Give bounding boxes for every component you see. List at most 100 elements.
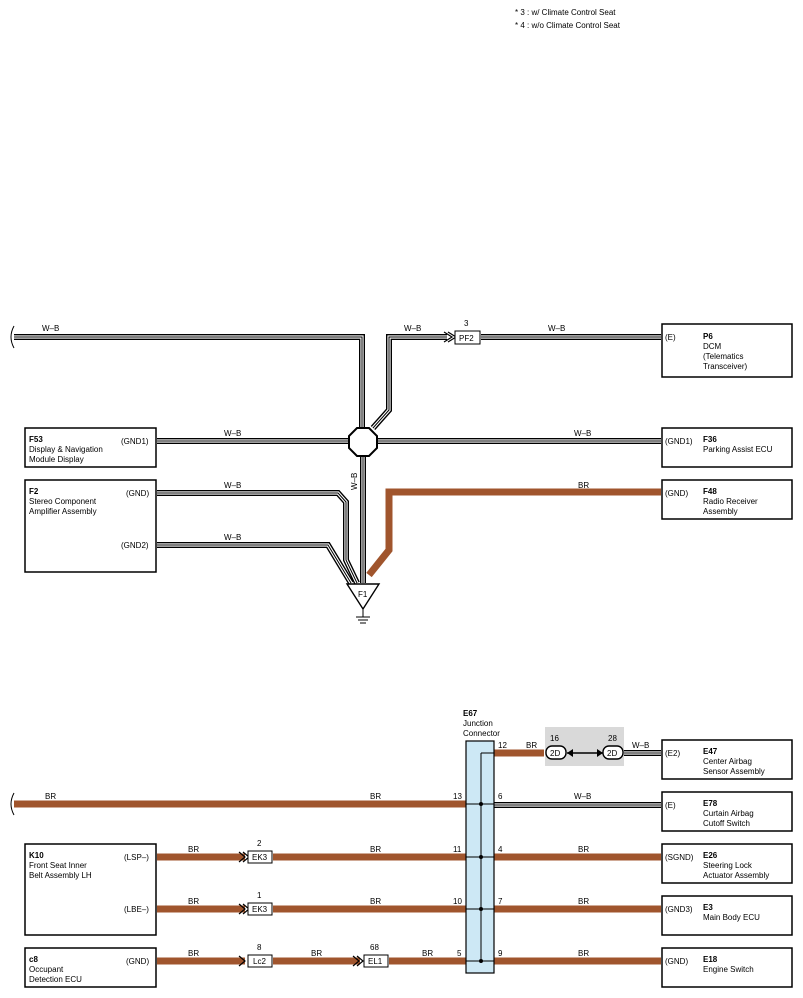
svg-text:F2: F2 [29, 487, 39, 496]
svg-text:Detection ECU: Detection ECU [29, 975, 82, 984]
svg-text:Steering Lock: Steering Lock [703, 861, 753, 870]
svg-text:16: 16 [550, 734, 559, 743]
wire-label: BR [188, 845, 199, 854]
svg-text:Radio Receiver: Radio Receiver [703, 497, 758, 506]
svg-text:7: 7 [498, 897, 503, 906]
svg-text:(E2): (E2) [665, 749, 680, 758]
svg-text:2D: 2D [550, 749, 560, 758]
svg-text:(LBE–): (LBE–) [124, 905, 149, 914]
svg-text:(SGND): (SGND) [665, 853, 694, 862]
wire-label: BR [422, 949, 433, 958]
svg-text:Connector: Connector [463, 729, 500, 738]
svg-text:Module Display: Module Display [29, 455, 84, 464]
svg-text:68: 68 [370, 943, 379, 952]
svg-text:Front Seat Inner: Front Seat Inner [29, 861, 87, 870]
svg-text:DCM: DCM [703, 342, 722, 351]
svg-text:F53: F53 [29, 435, 43, 444]
svg-text:E3: E3 [703, 903, 713, 912]
svg-text:1: 1 [257, 891, 262, 900]
svg-text:c8: c8 [29, 955, 38, 964]
wire-label: BR [311, 949, 322, 958]
wire-label: W–B [42, 324, 59, 333]
connector-ek3-a: EK3 2 [238, 839, 273, 864]
svg-text:(GND): (GND) [126, 957, 149, 966]
svg-text:Display & Navigation: Display & Navigation [29, 445, 103, 454]
br-wires-left [14, 800, 466, 965]
svg-text:F48: F48 [703, 487, 717, 496]
svg-text:P6: P6 [703, 332, 713, 341]
svg-text:E78: E78 [703, 799, 718, 808]
component-f2: F2 Stereo Component Amplifier Assembly (… [24, 479, 157, 573]
wire-label: BR [526, 741, 537, 750]
svg-text:E47: E47 [703, 747, 718, 756]
component-c8: c8 Occupant Detection ECU (GND) [24, 947, 157, 988]
br-wire-f48 [366, 488, 661, 578]
component-p6: (E) P6 DCM (Telematics Transceiver) [661, 323, 793, 378]
splice-junction [348, 427, 378, 457]
svg-text:(GND1): (GND1) [121, 437, 149, 446]
svg-text:(GND3): (GND3) [665, 905, 693, 914]
svg-text:Actuator Assembly: Actuator Assembly [703, 871, 769, 880]
component-e18: (GND) E18 Engine Switch [661, 947, 793, 988]
wire-label: BR [370, 845, 381, 854]
wire-label: W–B [548, 324, 565, 333]
ground-point-f1: F1 [345, 583, 381, 624]
wire-label: W–B [224, 533, 241, 542]
wire-label: BR [370, 792, 381, 801]
svg-text:9: 9 [498, 949, 503, 958]
svg-text:(LSP–): (LSP–) [124, 853, 149, 862]
svg-text:(GND2): (GND2) [121, 541, 149, 550]
svg-text:13: 13 [453, 792, 462, 801]
wire-label: BR [370, 897, 381, 906]
connector-pf2: PF2 3 [443, 319, 481, 345]
svg-text:E67: E67 [463, 709, 478, 718]
svg-text:EL1: EL1 [368, 957, 383, 966]
svg-text:Lc2: Lc2 [253, 957, 266, 966]
wb-wires-right [494, 750, 661, 808]
svg-text:28: 28 [608, 734, 617, 743]
svg-text:(Telematics: (Telematics [703, 352, 743, 361]
svg-text:F1: F1 [358, 590, 368, 599]
svg-text:Junction: Junction [463, 719, 493, 728]
component-e26: (SGND) E26 Steering Lock Actuator Assemb… [661, 843, 793, 884]
component-f36: (GND1) F36 Parking Assist ECU [661, 427, 793, 468]
svg-text:(E): (E) [665, 333, 676, 342]
svg-text:Center Airbag: Center Airbag [703, 757, 752, 766]
component-k10: K10 Front Seat Inner Belt Assembly LH (L… [24, 843, 157, 936]
component-e47: (E2) E47 Center Airbag Sensor Assembly [661, 739, 793, 780]
svg-text:Transceiver): Transceiver) [703, 362, 747, 371]
svg-text:Assembly: Assembly [703, 507, 738, 516]
svg-text:Parking Assist ECU: Parking Assist ECU [703, 445, 773, 454]
note-2: * 4 : w/o Climate Control Seat [515, 21, 621, 30]
svg-text:(GND): (GND) [126, 489, 149, 498]
wire-label: W–B [224, 481, 241, 490]
svg-text:Occupant: Occupant [29, 965, 64, 974]
svg-text:2: 2 [257, 839, 262, 848]
wire-break-icon [10, 792, 15, 816]
svg-text:EK3: EK3 [252, 905, 268, 914]
svg-text:(GND): (GND) [665, 957, 688, 966]
connector-el1: EL1 68 [352, 943, 389, 968]
wire-label: W–B [404, 324, 421, 333]
svg-text:F36: F36 [703, 435, 717, 444]
wire-label: W–B [224, 429, 241, 438]
svg-text:12: 12 [498, 741, 507, 750]
wire-label: W–B [574, 429, 591, 438]
svg-text:Engine Switch: Engine Switch [703, 965, 754, 974]
svg-text:3: 3 [464, 319, 469, 328]
svg-text:6: 6 [498, 792, 503, 801]
connector-2d-pair: 2D 2D 16 28 [545, 727, 624, 766]
svg-text:Main Body ECU: Main Body ECU [703, 913, 760, 922]
wb-harness-lines [14, 334, 661, 585]
svg-text:Amplifier Assembly: Amplifier Assembly [29, 507, 97, 516]
svg-text:K10: K10 [29, 851, 44, 860]
wire-label: BR [578, 845, 589, 854]
svg-text:(GND1): (GND1) [665, 437, 693, 446]
component-e78: (E) E78 Curtain Airbag Cutoff Switch [661, 791, 793, 832]
wire-label: BR [578, 481, 589, 490]
wire-label: BR [578, 897, 589, 906]
svg-text:Sensor Assembly: Sensor Assembly [703, 767, 765, 776]
component-f48: (GND) F48 Radio Receiver Assembly [661, 479, 793, 520]
wire-label: BR [188, 897, 199, 906]
wire-label: BR [45, 792, 56, 801]
